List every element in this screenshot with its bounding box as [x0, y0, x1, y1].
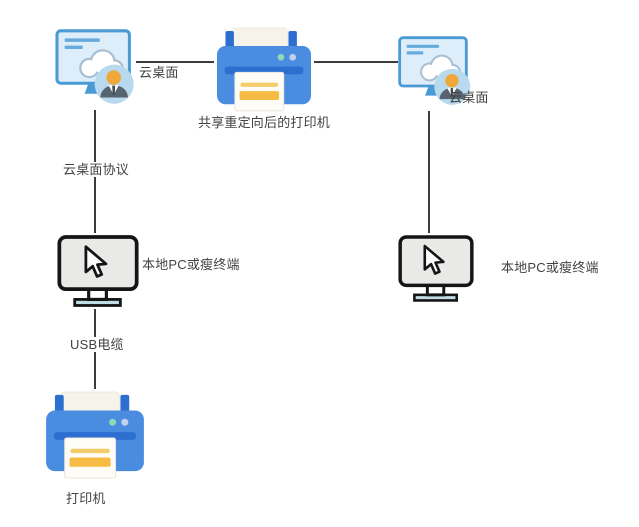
edge-cloudleft-to-printer [136, 61, 214, 63]
node-label-shared-printer: 共享重定向后的打印机 [198, 115, 331, 130]
node-cloud-desktop-left [54, 27, 140, 108]
node-cloud-desktop-right [397, 34, 476, 109]
printer-icon [217, 27, 311, 112]
node-label-local-pc-left: 本地PC或瘦终端 [142, 257, 240, 272]
printer-icon [46, 391, 144, 479]
node-local-pc-left [57, 234, 139, 308]
edge-printer-to-cloudright [314, 61, 398, 63]
cloud-desktop-icon [55, 29, 134, 104]
node-label-cloud-desktop-right: 云桌面 [449, 90, 489, 105]
node-label-local-printer: 打印机 [66, 491, 106, 506]
node-local-pc-right [398, 234, 474, 303]
edge-label-cloud-desktop-left: 云桌面 [139, 65, 179, 80]
monitor-cursor-icon [57, 235, 139, 307]
cursor-arrow-icon [423, 244, 445, 275]
cloud-desktop-icon [398, 36, 471, 105]
edge-label-cloud-desktop-protocol: 云桌面协议 [60, 162, 133, 177]
cursor-arrow-icon [84, 245, 108, 278]
node-shared-printer [217, 27, 311, 112]
monitor-cursor-icon [398, 235, 474, 302]
node-local-printer [46, 391, 144, 479]
edge-label-usb-cable: USB电缆 [67, 337, 127, 352]
edge-cloudright-to-pcright [428, 111, 430, 233]
node-label-local-pc-right: 本地PC或瘦终端 [501, 260, 599, 275]
